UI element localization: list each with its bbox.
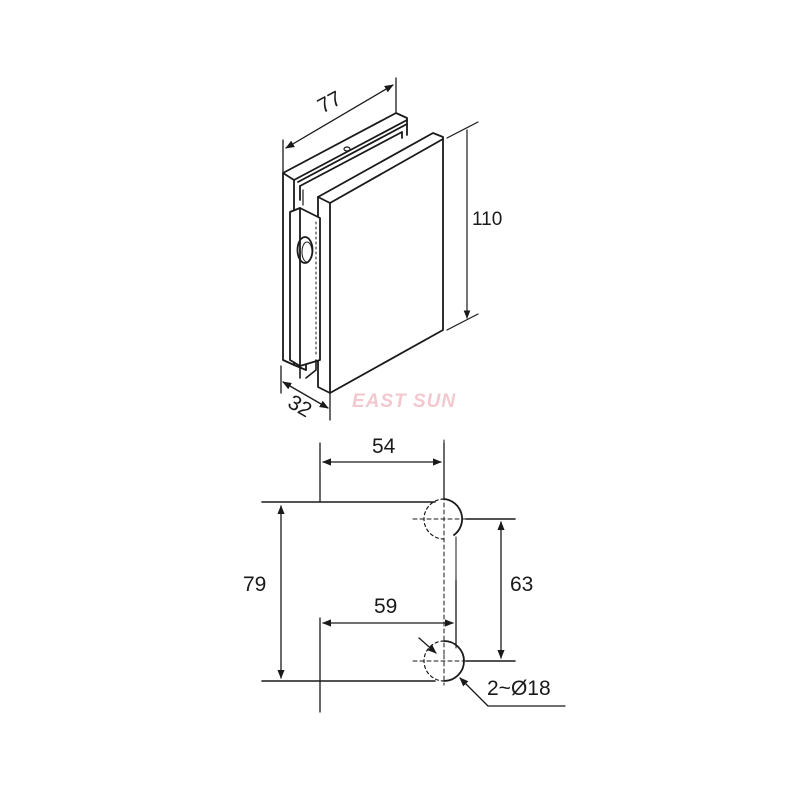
isometric-view [280,77,479,421]
dimension-77 [282,77,397,173]
label-bottom-offset: 59 [374,595,398,618]
front-plate [317,132,444,394]
dimension-diameter [418,637,566,707]
label-pivot-diameter: 2~Ø18 [487,677,551,700]
dimension-59 [319,579,457,713]
pivot-block [289,207,321,379]
label-top-offset: 54 [372,435,396,458]
label-overall-height: 79 [243,573,267,596]
label-pivot-spacing: 63 [510,573,534,596]
plan-outline [261,501,516,682]
plan-view [261,439,566,713]
dimension-110 [446,121,479,331]
dimension-54 [319,442,445,503]
label-height: 110 [472,209,503,230]
watermark: EAST SUN [352,391,457,412]
dimension-32 [280,365,331,421]
bottom-pivot-circle [412,640,467,686]
screw-hole-icon [343,146,351,152]
back-plate [282,112,408,371]
